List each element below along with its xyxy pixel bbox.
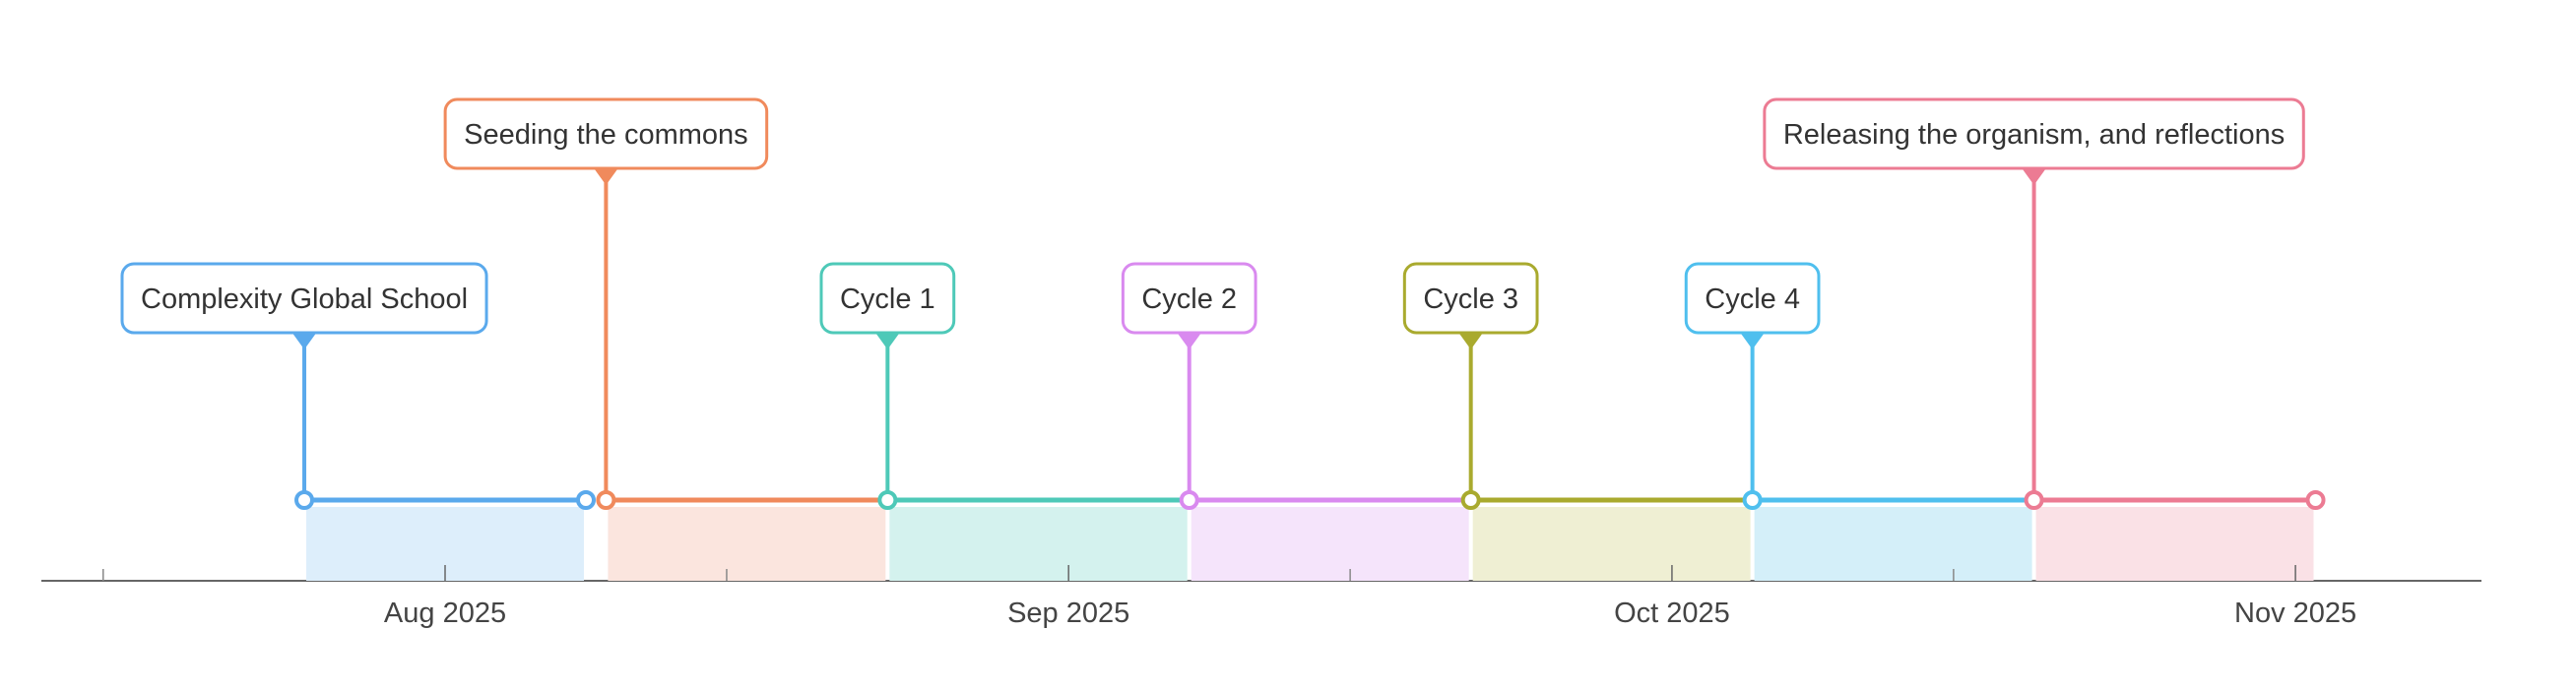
- event-cycle-2-start-marker: [1179, 490, 1199, 510]
- event-seeding-the-commons-label-box: [443, 97, 769, 170]
- event-cycle-3-start-marker: [1460, 490, 1481, 510]
- event-cycle-4-label-text: Cycle 4: [1705, 284, 1800, 315]
- event-cycle-3-label[interactable]: Cycle 3: [1402, 262, 1539, 335]
- axis-tick-label: Nov 2025: [2234, 598, 2356, 629]
- event-cycle-2-pointer: [1176, 332, 1202, 349]
- event-releasing-the-organism-and-reflections-pointer: [2021, 167, 2047, 185]
- event-cycle-1-start-marker: [877, 490, 898, 510]
- event-seeding-the-commons-pointer: [593, 167, 619, 185]
- event-cycle-4-label[interactable]: Cycle 4: [1684, 262, 1821, 335]
- event-cycle-1-pointer: [874, 332, 901, 349]
- event-cycle-1-label-box: [819, 262, 956, 335]
- event-complexity-global-school-label-box: [120, 262, 488, 335]
- event-releasing-the-organism-and-reflections-label-box: [1763, 97, 2305, 170]
- event-cycle-3-pointer: [1457, 332, 1484, 349]
- event-cycle-2-label-text: Cycle 2: [1141, 284, 1237, 315]
- event-seeding-the-commons-start-marker: [596, 490, 616, 510]
- axis-tick-label: Oct 2025: [1614, 598, 1730, 629]
- event-cycle-3-label-box: [1402, 262, 1539, 335]
- event-complexity-global-school-label-text: Complexity Global School: [141, 284, 468, 315]
- event-cycle-1-label[interactable]: Cycle 1: [819, 262, 956, 335]
- event-seeding-the-commons-period-band: [608, 507, 886, 581]
- event-complexity-global-school-label[interactable]: Complexity Global School: [120, 262, 488, 335]
- axis-tick-label: Aug 2025: [384, 598, 506, 629]
- event-cycle-1-period-band: [889, 507, 1188, 581]
- event-cycle-4-period-band: [1754, 507, 2032, 581]
- axis-tick-label: Sep 2025: [1007, 598, 1129, 629]
- event-cycle-4-start-marker: [1742, 490, 1763, 510]
- event-seeding-the-commons-label-text: Seeding the commons: [464, 119, 748, 151]
- event-releasing-the-organism-and-reflections-label-text: Releasing the organism, and reflections: [1783, 119, 2285, 151]
- event-cycle-1-label-text: Cycle 1: [840, 284, 935, 315]
- event-complexity-global-school-end-marker: [575, 490, 596, 510]
- event-cycle-2-label[interactable]: Cycle 2: [1121, 262, 1257, 335]
- event-releasing-the-organism-and-reflections-label[interactable]: Releasing the organism, and reflections: [1763, 97, 2305, 170]
- event-cycle-2-label-box: [1121, 262, 1257, 335]
- event-cycle-4-label-box: [1684, 262, 1821, 335]
- event-cycle-4-pointer: [1739, 332, 1766, 349]
- event-complexity-global-school-pointer: [291, 332, 318, 349]
- event-releasing-the-organism-and-reflections-period-band: [2035, 507, 2314, 581]
- event-cycle-3-period-band: [1472, 507, 1751, 581]
- event-cycle-2-period-band: [1191, 507, 1469, 581]
- event-seeding-the-commons-label[interactable]: Seeding the commons: [443, 97, 769, 170]
- event-releasing-the-organism-and-reflections-start-marker: [2024, 490, 2044, 510]
- event-cycle-3-label-text: Cycle 3: [1423, 284, 1518, 315]
- event-complexity-global-school-start-marker: [294, 490, 315, 510]
- event-releasing-the-organism-and-reflections-end-marker: [2305, 490, 2326, 510]
